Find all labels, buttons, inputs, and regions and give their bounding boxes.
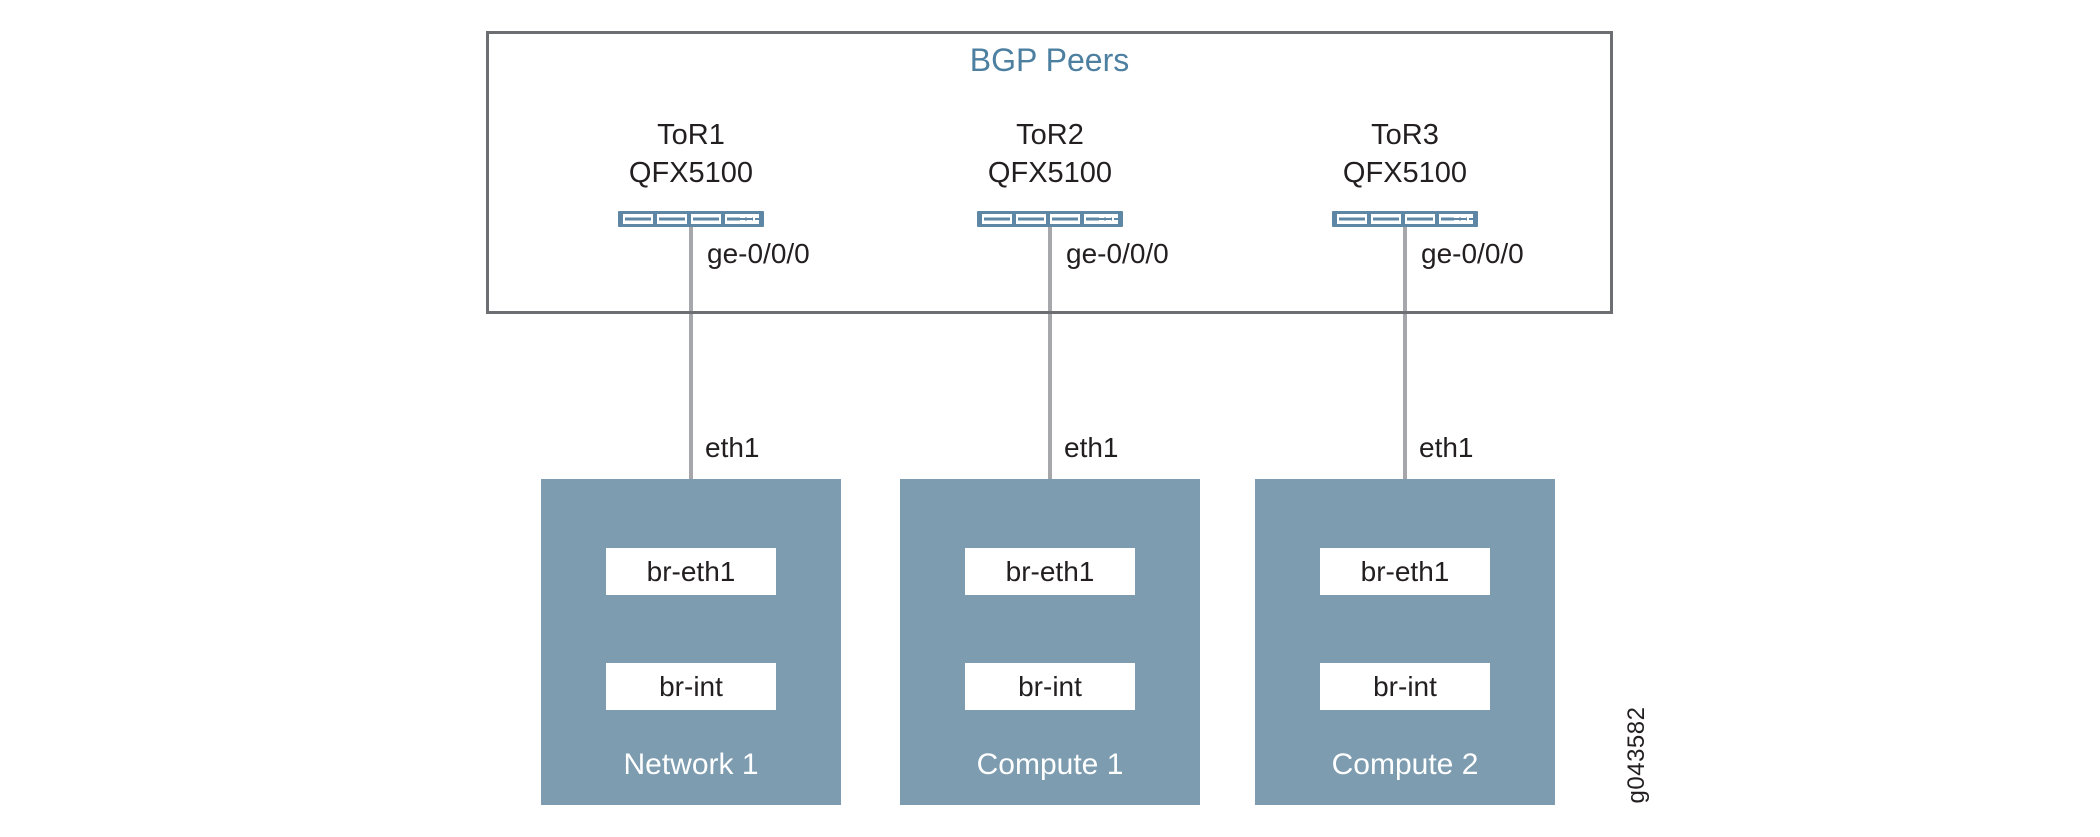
switch-tor1: ToR1 QFX5100 — [541, 116, 841, 227]
figure-id-label: g043582 — [1623, 706, 1650, 804]
bridge-br-int: br-int — [606, 663, 776, 710]
host-box-compute1: br-eth1 br-int Compute 1 — [900, 479, 1200, 805]
switch-name: ToR2 — [1016, 119, 1084, 151]
interface-label-network1: eth1 — [705, 432, 760, 463]
bridge-br-eth1: br-eth1 — [606, 548, 776, 595]
host-box-network1: br-eth1 br-int Network 1 — [541, 479, 841, 805]
switch-model: QFX5100 — [628, 157, 754, 189]
port-label-tor1: ge-0/0/0 — [707, 238, 810, 269]
interface-label-compute2: eth1 — [1419, 432, 1474, 463]
switch-model: QFX5100 — [987, 157, 1113, 189]
switch-name: ToR1 — [657, 119, 725, 151]
bridge-br-int: br-int — [965, 663, 1135, 710]
switch-name: ToR3 — [1371, 119, 1439, 151]
switch-icon — [1332, 211, 1478, 227]
host-name: Compute 1 — [976, 748, 1124, 781]
bridge-br-eth1: br-eth1 — [965, 548, 1135, 595]
switch-icon — [977, 211, 1123, 227]
switch-model: QFX5100 — [1342, 157, 1468, 189]
host-name: Network 1 — [623, 748, 759, 781]
interface-label-compute1: eth1 — [1064, 432, 1119, 463]
switch-tor3: ToR3 QFX5100 — [1255, 116, 1555, 227]
switch-tor2: ToR2 QFX5100 — [900, 116, 1200, 227]
bridge-br-eth1: br-eth1 — [1320, 548, 1490, 595]
host-name: Compute 2 — [1331, 748, 1479, 781]
port-label-tor3: ge-0/0/0 — [1421, 238, 1524, 269]
link-tor1-network1 — [689, 227, 693, 479]
host-box-compute2: br-eth1 br-int Compute 2 — [1255, 479, 1555, 805]
switch-icon — [618, 211, 764, 227]
bgp-peers-group-box — [486, 31, 1613, 314]
link-tor2-compute1 — [1048, 227, 1052, 479]
bgp-peers-title: BGP Peers — [969, 42, 1130, 78]
port-label-tor2: ge-0/0/0 — [1066, 238, 1169, 269]
bridge-br-int: br-int — [1320, 663, 1490, 710]
link-tor3-compute2 — [1403, 227, 1407, 479]
